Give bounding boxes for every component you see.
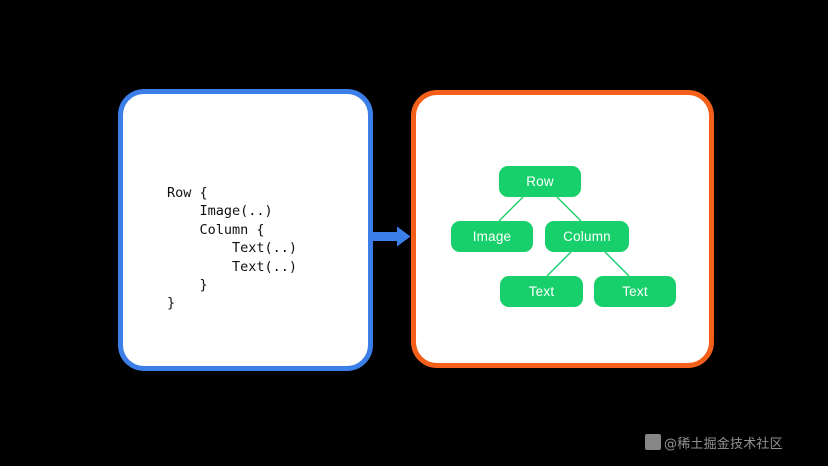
arrow-right-icon: [373, 226, 411, 247]
tree-node-row[interactable]: Row: [499, 166, 581, 197]
composable-code-snippet: Row { Image(..) Column { Text(..) Text(.…: [167, 185, 298, 312]
tree-node-column[interactable]: Column: [545, 221, 629, 252]
watermark: @稀土掘金技术社区: [645, 431, 783, 453]
tree-node-image[interactable]: Image: [451, 221, 533, 252]
tree-edges: [498, 196, 630, 277]
code-panel: Row { Image(..) Column { Text(..) Text(.…: [118, 89, 373, 371]
ui-tree-panel: Row Image Column Text Text: [411, 90, 714, 368]
juejin-logo-icon: [645, 434, 661, 450]
edge-column-text2: [604, 251, 630, 277]
edge-row-column: [556, 196, 582, 222]
edge-column-text1: [546, 251, 572, 277]
tree-node-text-1[interactable]: Text: [500, 276, 583, 307]
tree-node-text-2[interactable]: Text: [594, 276, 676, 307]
watermark-text: @稀土掘金技术社区: [664, 436, 783, 452]
edge-row-image: [498, 196, 524, 222]
